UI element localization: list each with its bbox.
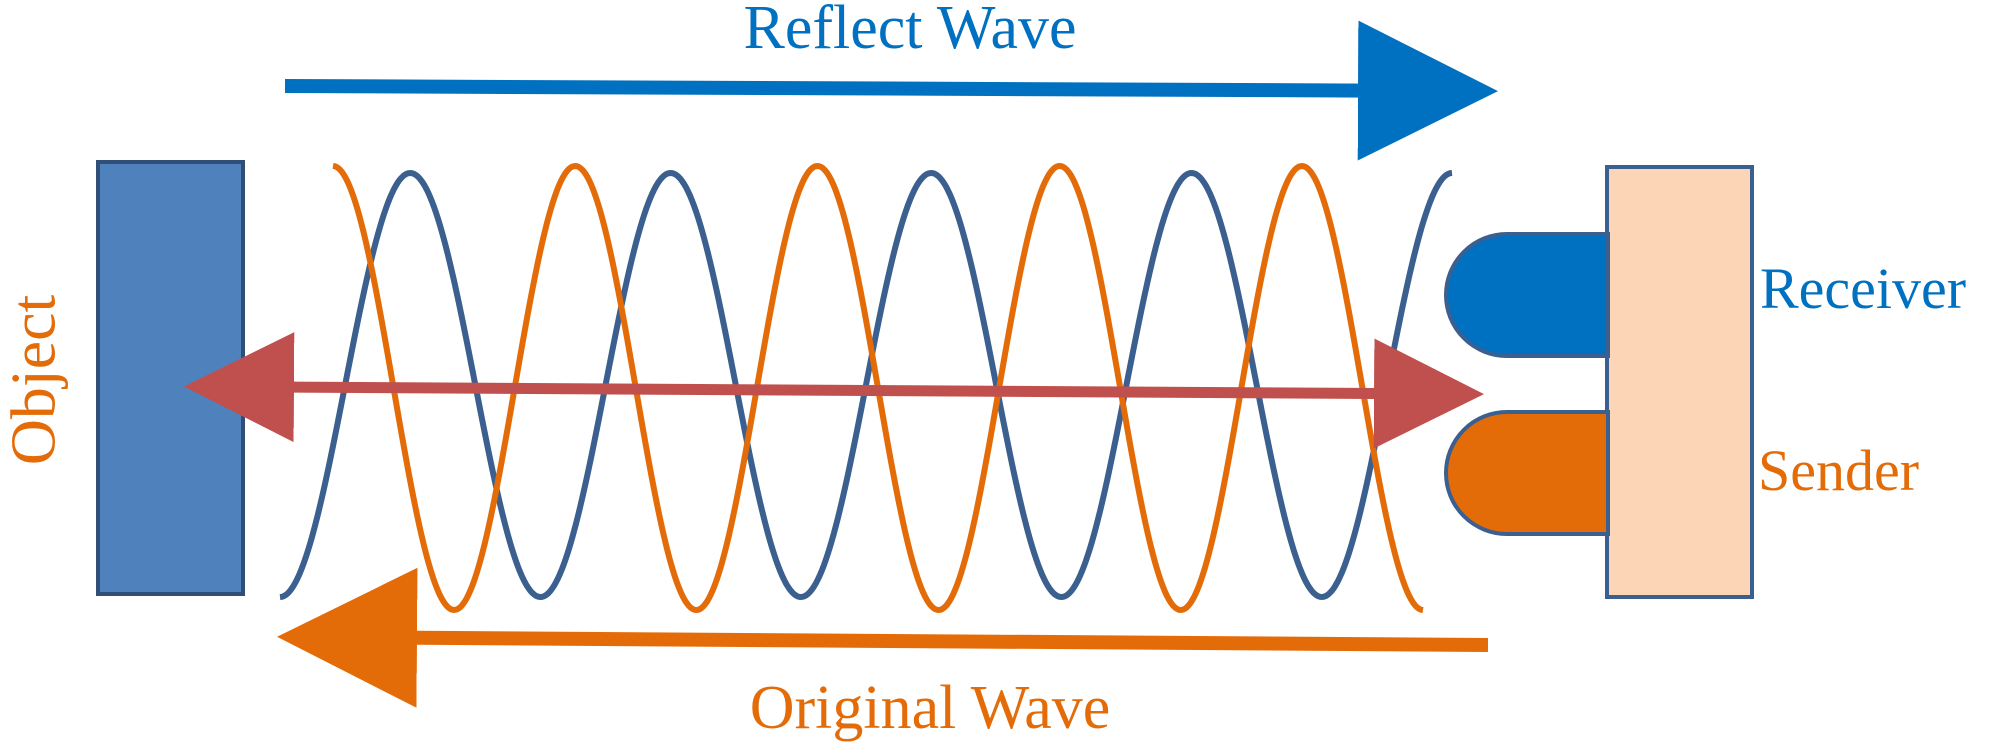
object-block	[96, 160, 245, 596]
distance-arrow	[184, 332, 1484, 449]
sender-label: Sender	[1758, 438, 1919, 503]
sensor-body	[1605, 165, 1754, 599]
reflect-wave-arrow	[284, 20, 1498, 161]
object-label: Object	[0, 294, 69, 465]
original-wave-arrow	[277, 567, 1489, 708]
reflect-wave-label: Reflect Wave	[744, 0, 1077, 62]
original-wave-label: Original Wave	[750, 674, 1111, 742]
receiver-label: Receiver	[1760, 256, 1966, 321]
receiver-emitter	[1444, 232, 1610, 358]
sender-emitter	[1444, 410, 1610, 536]
